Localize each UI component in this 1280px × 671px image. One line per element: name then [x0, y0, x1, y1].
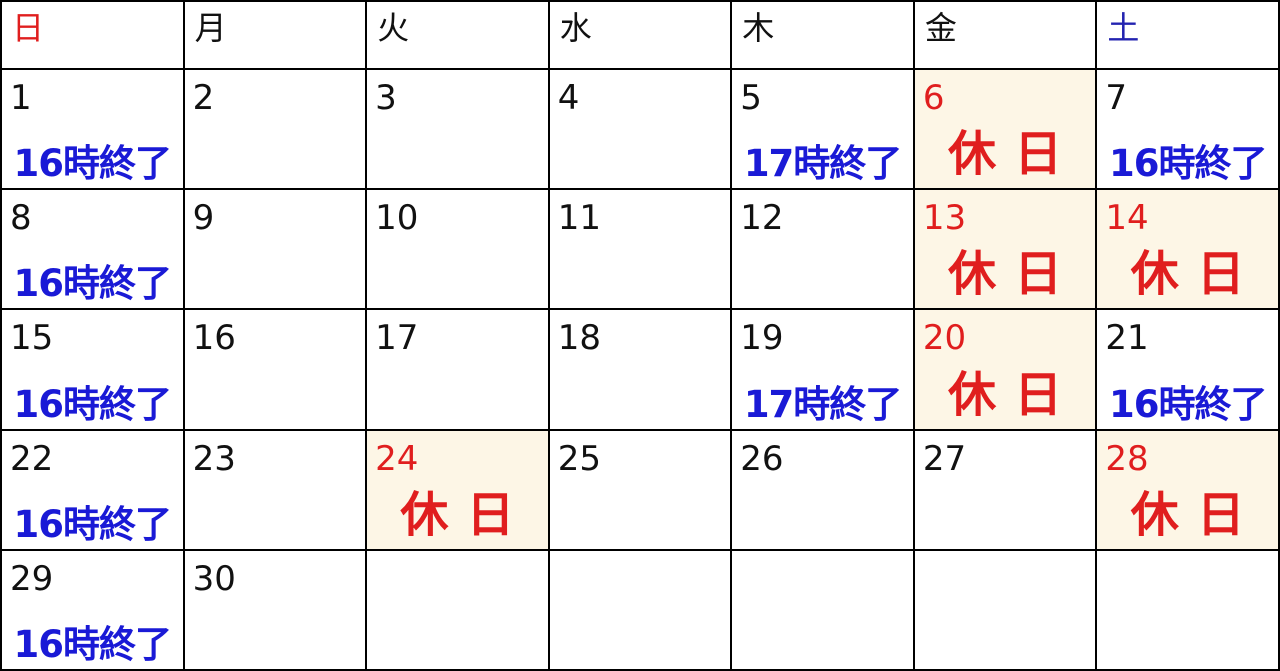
day-cell: [549, 550, 731, 669]
holiday-label: 休日: [948, 246, 1081, 303]
day-number: 26: [740, 438, 784, 479]
weekday-header-label: 火: [377, 9, 410, 47]
holiday-label: 休日: [1130, 486, 1263, 543]
weekday-header-cell: 月: [184, 2, 366, 68]
day-number: 29: [10, 558, 54, 599]
holiday-day-cell: 28 休日: [1097, 430, 1278, 549]
day-number: 21: [1105, 318, 1149, 359]
day-cell: 4: [549, 70, 731, 189]
day-cell: 19 17時終了: [732, 310, 913, 429]
day-cell: 3: [367, 70, 548, 189]
holiday-day-cell: 24 休日: [367, 430, 548, 549]
day-cell: 11: [549, 190, 731, 309]
holiday-label: 休日: [1130, 246, 1263, 303]
weekday-header-cell: 火: [367, 2, 548, 68]
day-cell: 23: [184, 430, 366, 549]
day-number: 14: [1105, 198, 1149, 239]
day-cell: 16: [184, 310, 366, 429]
day-cell: 15 16時終了: [2, 310, 183, 429]
weekday-header-cell: 金: [914, 2, 1096, 68]
day-number: 27: [922, 438, 967, 479]
day-cell: [732, 550, 913, 669]
day-number: 3: [375, 78, 397, 118]
holiday-label: 休日: [948, 366, 1081, 423]
day-cell: 27: [914, 430, 1096, 549]
day-number: 24: [375, 438, 419, 479]
day-cell: 7 16時終了: [1097, 70, 1278, 189]
day-number: 23: [192, 438, 236, 479]
day-cell: 30: [184, 550, 366, 669]
holiday-label: 休日: [400, 486, 533, 543]
weekday-header-label: 金: [924, 9, 957, 47]
weekday-header-cell: 木: [732, 2, 913, 68]
weekday-header-label: 水: [559, 9, 592, 47]
day-number: 2: [192, 78, 215, 118]
day-number: 6: [922, 78, 945, 118]
day-cell: [1097, 550, 1278, 669]
day-cell: 1 16時終了: [2, 70, 183, 189]
day-cell: 18: [549, 310, 731, 429]
early-close-note: 17時終了: [743, 142, 902, 186]
day-number: 7: [1105, 78, 1128, 118]
early-close-note: 16時終了: [13, 142, 172, 186]
holiday-day-cell: 13 休日: [914, 190, 1096, 309]
day-cell: [914, 550, 1096, 669]
holiday-day-cell: 14 休日: [1097, 190, 1278, 309]
day-cell: 2: [184, 70, 366, 189]
day-cell: 22 16時終了: [2, 430, 183, 549]
day-number: 1: [10, 78, 32, 118]
holiday-label: 休日: [948, 126, 1081, 183]
day-number: 4: [557, 78, 580, 118]
day-cell: 17: [367, 310, 548, 429]
day-number: 30: [192, 558, 236, 599]
day-number: 13: [922, 198, 967, 239]
day-number: 28: [1105, 438, 1149, 479]
weekday-header-cell: 日: [2, 2, 183, 68]
day-cell: 9: [184, 190, 366, 309]
early-close-note: 16時終了: [13, 622, 172, 666]
early-close-note: 17時終了: [743, 382, 902, 426]
day-number: 18: [557, 318, 601, 359]
day-cell: 5 17時終了: [732, 70, 913, 189]
day-cell: 26: [732, 430, 913, 549]
day-number: 12: [740, 198, 784, 239]
early-close-note: 16時終了: [13, 382, 172, 426]
day-number: 20: [922, 318, 967, 359]
day-cell: 12: [732, 190, 913, 309]
day-number: 15: [10, 318, 54, 359]
day-cell: 29 16時終了: [2, 550, 183, 669]
weekday-header-cell: 水: [549, 2, 731, 68]
weekday-header-cell: 土: [1097, 2, 1278, 68]
day-number: 5: [740, 78, 762, 118]
day-cell: [367, 550, 548, 669]
weekday-header-label: 木: [742, 9, 775, 47]
early-close-note: 16時終了: [13, 502, 172, 546]
holiday-day-cell: 20 休日: [914, 310, 1096, 429]
weekday-header-label: 土: [1107, 9, 1140, 47]
early-close-note: 16時終了: [1108, 382, 1267, 426]
day-cell: 8 16時終了: [2, 190, 183, 309]
day-number: 22: [10, 438, 54, 479]
day-number: 19: [740, 318, 784, 359]
early-close-note: 16時終了: [1108, 142, 1267, 186]
day-number: 11: [557, 198, 601, 239]
day-cell: 25: [549, 430, 731, 549]
day-cell: 10: [367, 190, 548, 309]
day-number: 17: [375, 318, 419, 359]
weekday-header-label: 月: [194, 9, 227, 47]
day-number: 9: [192, 198, 215, 239]
day-number: 10: [375, 198, 419, 239]
day-number: 25: [557, 438, 601, 479]
day-cell: 21 16時終了: [1097, 310, 1278, 429]
early-close-note: 16時終了: [13, 262, 172, 306]
weekday-header-label: 日: [12, 9, 45, 47]
day-number: 8: [10, 198, 32, 239]
day-number: 16: [192, 318, 236, 359]
